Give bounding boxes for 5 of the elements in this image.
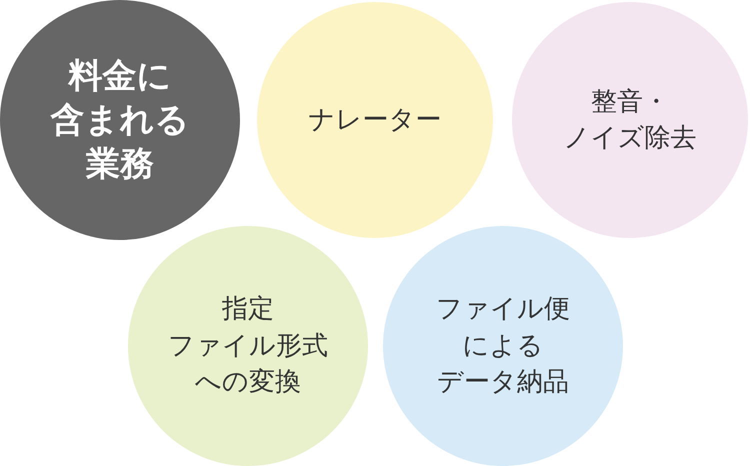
circle-label: ファイル便によるデータ納品 — [436, 293, 570, 400]
circle-label: ナレーター — [308, 104, 442, 137]
circle-label: 指定ファイル形式への変換 — [168, 293, 328, 400]
circle-label: 整音・ノイズ除去 — [564, 86, 696, 155]
circle-label: 料金に含まれる業務 — [50, 54, 190, 186]
